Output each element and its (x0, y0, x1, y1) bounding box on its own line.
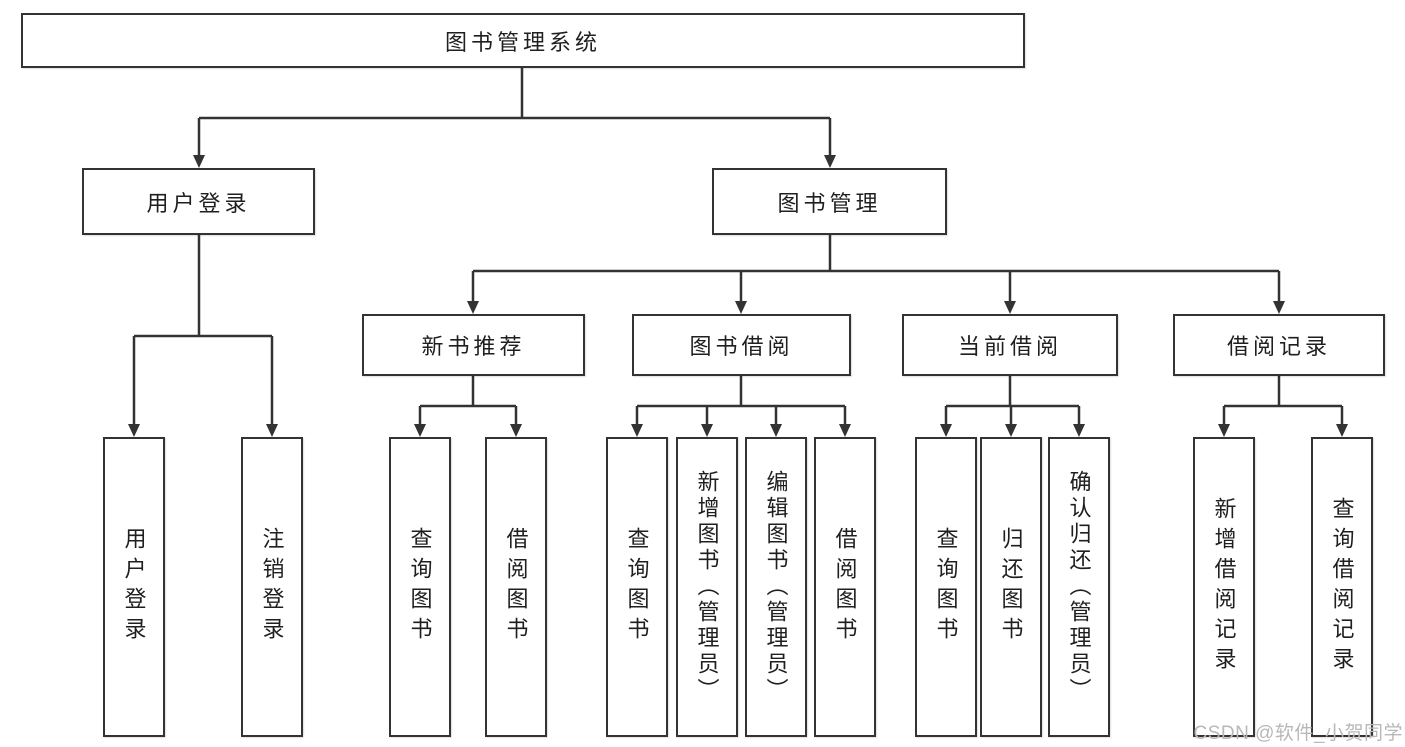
leaf-add-book-admin-label: 新增图书（管理员） (694, 470, 720, 704)
leaf-return-book-label: 归还图书 (998, 527, 1024, 647)
leaf-borrow-book-recommend: 借阅图书 (485, 437, 547, 737)
leaf-logout: 注销登录 (241, 437, 303, 737)
watermark: CSDN @软件_小贺同学 (1193, 723, 1403, 744)
leaf-confirm-return-admin-label: 确认归还（管理员） (1066, 470, 1092, 704)
leaf-edit-book-admin-label: 编辑图书（管理员） (763, 470, 789, 704)
leaf-logout-label: 注销登录 (259, 527, 285, 647)
leaf-add-borrow-record: 新增借阅记录 (1193, 437, 1255, 737)
node-book-management: 图书管理 (712, 168, 947, 235)
leaf-query-book-borrow: 查询图书 (606, 437, 668, 737)
connector-path (132, 68, 1344, 425)
leaf-confirm-return-admin: 确认归还（管理员） (1048, 437, 1110, 737)
leaf-query-book-current: 查询图书 (915, 437, 977, 737)
node-user-login: 用户登录 (82, 168, 315, 235)
node-book-borrow: 图书借阅 (632, 314, 851, 376)
node-new-book-recommend: 新书推荐 (362, 314, 585, 376)
leaf-add-book-admin: 新增图书（管理员） (676, 437, 738, 737)
leaf-query-borrow-record-label: 查询借阅记录 (1329, 497, 1355, 677)
leaf-return-book: 归还图书 (980, 437, 1042, 737)
leaf-edit-book-admin: 编辑图书（管理员） (745, 437, 807, 737)
leaf-user-login-label: 用户登录 (121, 527, 147, 647)
leaf-query-book-recommend: 查询图书 (389, 437, 451, 737)
leaf-user-login: 用户登录 (103, 437, 165, 737)
leaf-borrow-book-label: 借阅图书 (832, 527, 858, 647)
node-root: 图书管理系统 (21, 13, 1025, 68)
leaf-query-book-current-label: 查询图书 (933, 527, 959, 647)
leaf-borrow-book: 借阅图书 (814, 437, 876, 737)
leaf-query-book-recommend-label: 查询图书 (407, 527, 433, 647)
leaf-query-book-borrow-label: 查询图书 (624, 527, 650, 647)
node-current-borrow: 当前借阅 (902, 314, 1118, 376)
leaf-add-borrow-record-label: 新增借阅记录 (1211, 497, 1237, 677)
leaf-query-borrow-record: 查询借阅记录 (1311, 437, 1373, 737)
leaf-borrow-book-recommend-label: 借阅图书 (503, 527, 529, 647)
node-borrow-records: 借阅记录 (1173, 314, 1385, 376)
